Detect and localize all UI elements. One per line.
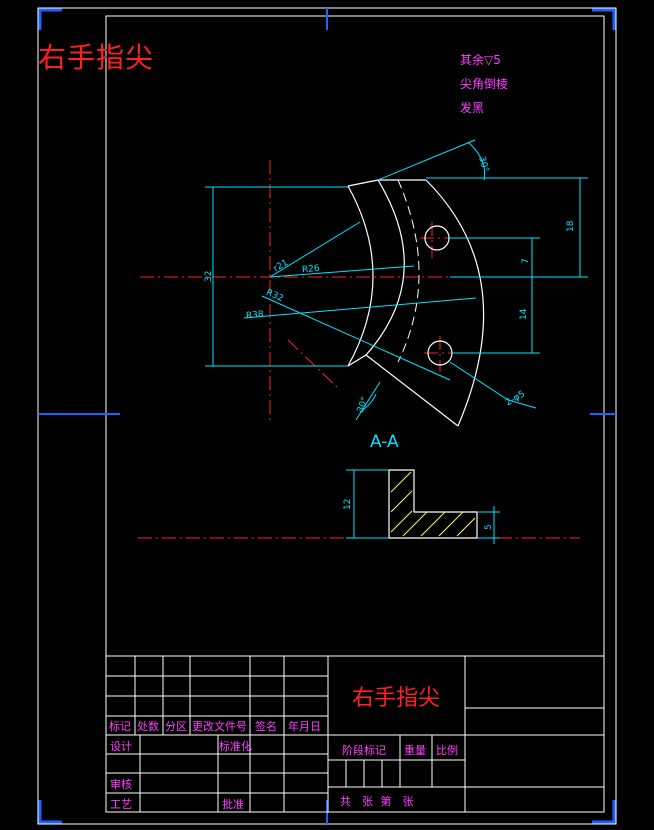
technical-notes: 其余▽5 尖角倒棱 发黑 bbox=[460, 48, 508, 120]
dim-5: 5 bbox=[484, 524, 494, 530]
tb-standardize: 标准化 bbox=[219, 740, 252, 753]
tb-title: 右手指尖 bbox=[352, 686, 441, 711]
section-label: A-A bbox=[370, 432, 399, 452]
outer-frame bbox=[37, 7, 617, 825]
dim-r26: R26 bbox=[302, 264, 321, 276]
dim-r21: r21 bbox=[272, 258, 290, 274]
note-item: 其余▽5 bbox=[460, 53, 501, 67]
note-item: 发黑 bbox=[460, 101, 485, 115]
tb-weight: 重量 bbox=[404, 744, 426, 757]
tb-ratio: 比例 bbox=[436, 744, 458, 757]
dim-a30-bottom: 30° bbox=[356, 396, 371, 414]
drawing-title: 右手指尖 bbox=[38, 41, 155, 74]
dashed-arc bbox=[397, 179, 420, 363]
center-markers bbox=[38, 8, 616, 824]
corner-markers bbox=[38, 8, 616, 824]
dimension-texts: 32 18 7 14 30° r21 R26 R32 R38 30° 2-φ5 bbox=[204, 155, 576, 414]
tb-stage-mark: 阶段标记 bbox=[342, 744, 386, 757]
tb-design: 设计 bbox=[110, 740, 132, 753]
section-hatch bbox=[390, 471, 476, 537]
tb-header-sign: 签名 bbox=[255, 720, 277, 733]
tb-header-date: 年月日 bbox=[288, 720, 321, 733]
dim-7: 7 bbox=[521, 258, 531, 264]
tb-header-mark: 标记 bbox=[109, 720, 131, 733]
arc-part-outline bbox=[347, 179, 485, 427]
tb-process: 工艺 bbox=[110, 798, 132, 811]
title-block-grid bbox=[105, 655, 605, 813]
dim-14: 14 bbox=[519, 308, 529, 320]
dim-32: 32 bbox=[204, 271, 214, 282]
tb-approve: 批准 bbox=[222, 798, 244, 811]
note-item: 尖角倒棱 bbox=[460, 77, 509, 91]
dim-r38: R38 bbox=[246, 310, 265, 322]
centerlines bbox=[140, 160, 500, 420]
dim-holes: 2-φ5 bbox=[504, 389, 527, 408]
tb-header-zone: 分区 bbox=[165, 720, 187, 733]
dimension-lines bbox=[205, 139, 588, 421]
dim-12: 12 bbox=[343, 499, 353, 510]
tb-review: 审核 bbox=[110, 778, 132, 791]
dim-a30-top: 30° bbox=[476, 155, 490, 173]
dim-18: 18 bbox=[566, 220, 576, 232]
tb-header-change-doc: 更改文件号 bbox=[192, 720, 247, 733]
tb-sheet: 共 张 第 张 bbox=[340, 795, 414, 808]
tb-header-count: 处数 bbox=[137, 720, 159, 733]
section-dimensions bbox=[346, 469, 500, 544]
